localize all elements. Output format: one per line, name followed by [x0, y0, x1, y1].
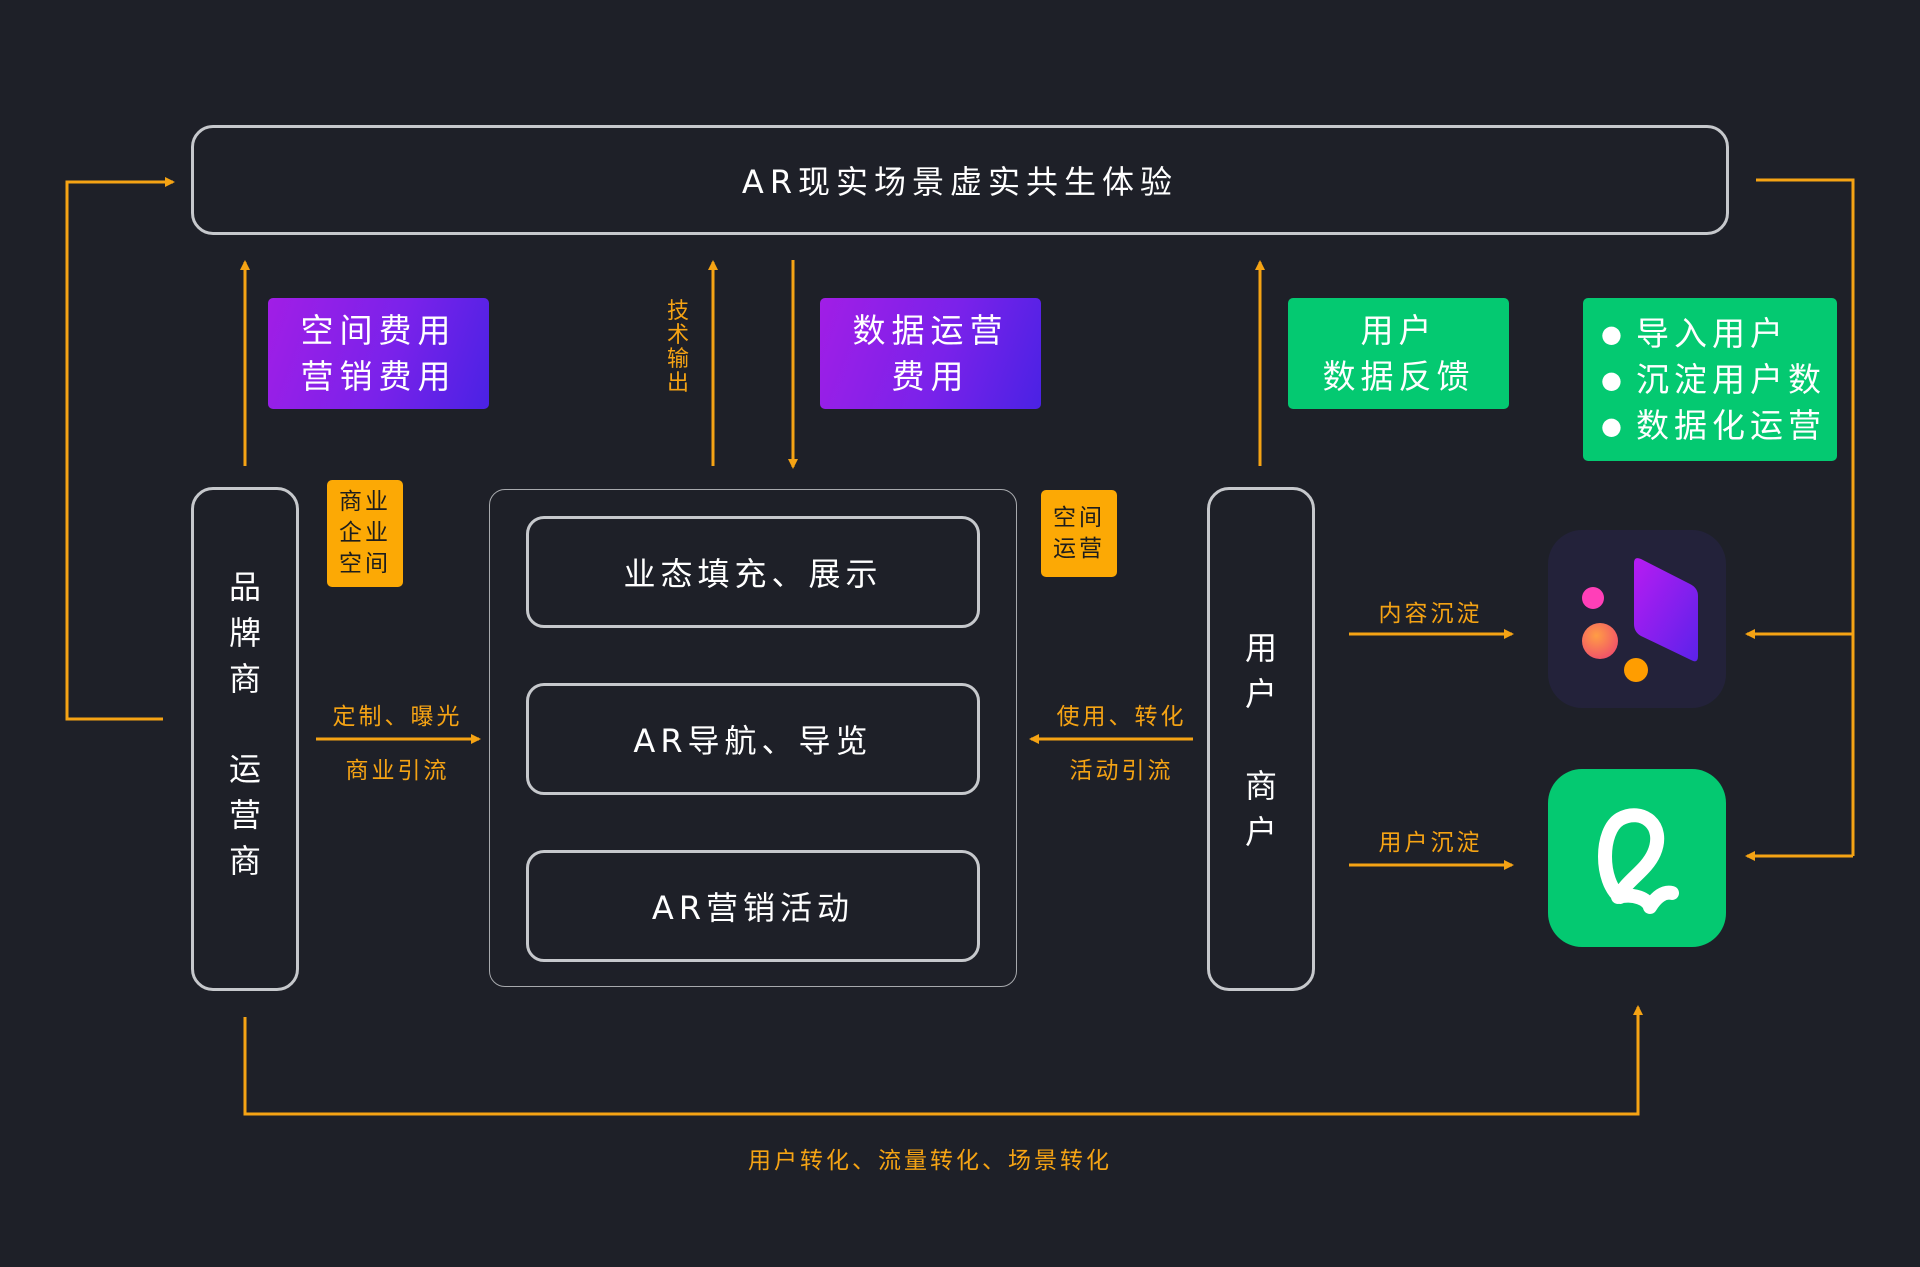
loop-right-line: [1756, 178, 1855, 856]
center-item-ar-marketing: AR营销活动: [526, 850, 980, 962]
user-text: 用 户: [1244, 629, 1277, 713]
top-banner: AR现实场景虚实共生体验: [191, 125, 1729, 235]
content-deposit-label: 内容沉淀: [1378, 601, 1483, 627]
loop-left-line: [65, 177, 175, 721]
activity-traffic-label: 活动引流: [1069, 758, 1174, 784]
benefits-list-card: ●导入用户 ●沉淀用户数 ●数据化运营: [1583, 298, 1837, 461]
center-item-ar-navigation: AR导航、导览: [526, 683, 980, 795]
tech-output-label: 技 术 输 出: [666, 299, 689, 396]
data-operation-fee-card: 数据运营 费用: [820, 298, 1041, 409]
top-banner-title: AR现实场景虚实共生体验: [741, 163, 1179, 201]
user-data-feedback-card: 用户 数据反馈: [1288, 298, 1509, 409]
use-convert-label: 使用、转化: [1056, 704, 1187, 730]
merchant-text: 商 户: [1244, 767, 1277, 851]
operator-text: 运 营 商: [228, 750, 261, 880]
loop-logo-graphic: [1598, 808, 1679, 914]
center-container: [489, 489, 1017, 987]
app-logo-icon: [1548, 530, 1726, 708]
commercial-traffic-label: 商业引流: [345, 758, 450, 784]
space-marketing-fee-card: 空间费用 营销费用: [268, 298, 489, 409]
brand-text: 品 牌 商: [228, 568, 261, 698]
brand-operator-box: 品 牌 商 运 营 商: [191, 487, 299, 991]
app-logo-graphic: [1582, 558, 1698, 682]
benefit-item: ●沉淀用户数: [1601, 359, 1826, 399]
loop-logo-icon: [1548, 769, 1726, 947]
bottom-conversion-label: 用户转化、流量转化、场景转化: [748, 1148, 1112, 1174]
commercial-space-tag: 商业 企业 空间: [327, 480, 403, 587]
center-item-format-display: 业态填充、展示: [526, 516, 980, 628]
bottom-conversion-line: [243, 1005, 1643, 1116]
user-merchant-box: 用 户 商 户: [1207, 487, 1315, 991]
benefit-item: ●数据化运营: [1601, 405, 1826, 445]
custom-exposure-label: 定制、曝光: [332, 704, 463, 730]
user-deposit-label: 用户沉淀: [1378, 830, 1483, 856]
space-operation-tag: 空间 运营: [1041, 490, 1117, 577]
benefit-item: ●导入用户: [1601, 313, 1788, 353]
